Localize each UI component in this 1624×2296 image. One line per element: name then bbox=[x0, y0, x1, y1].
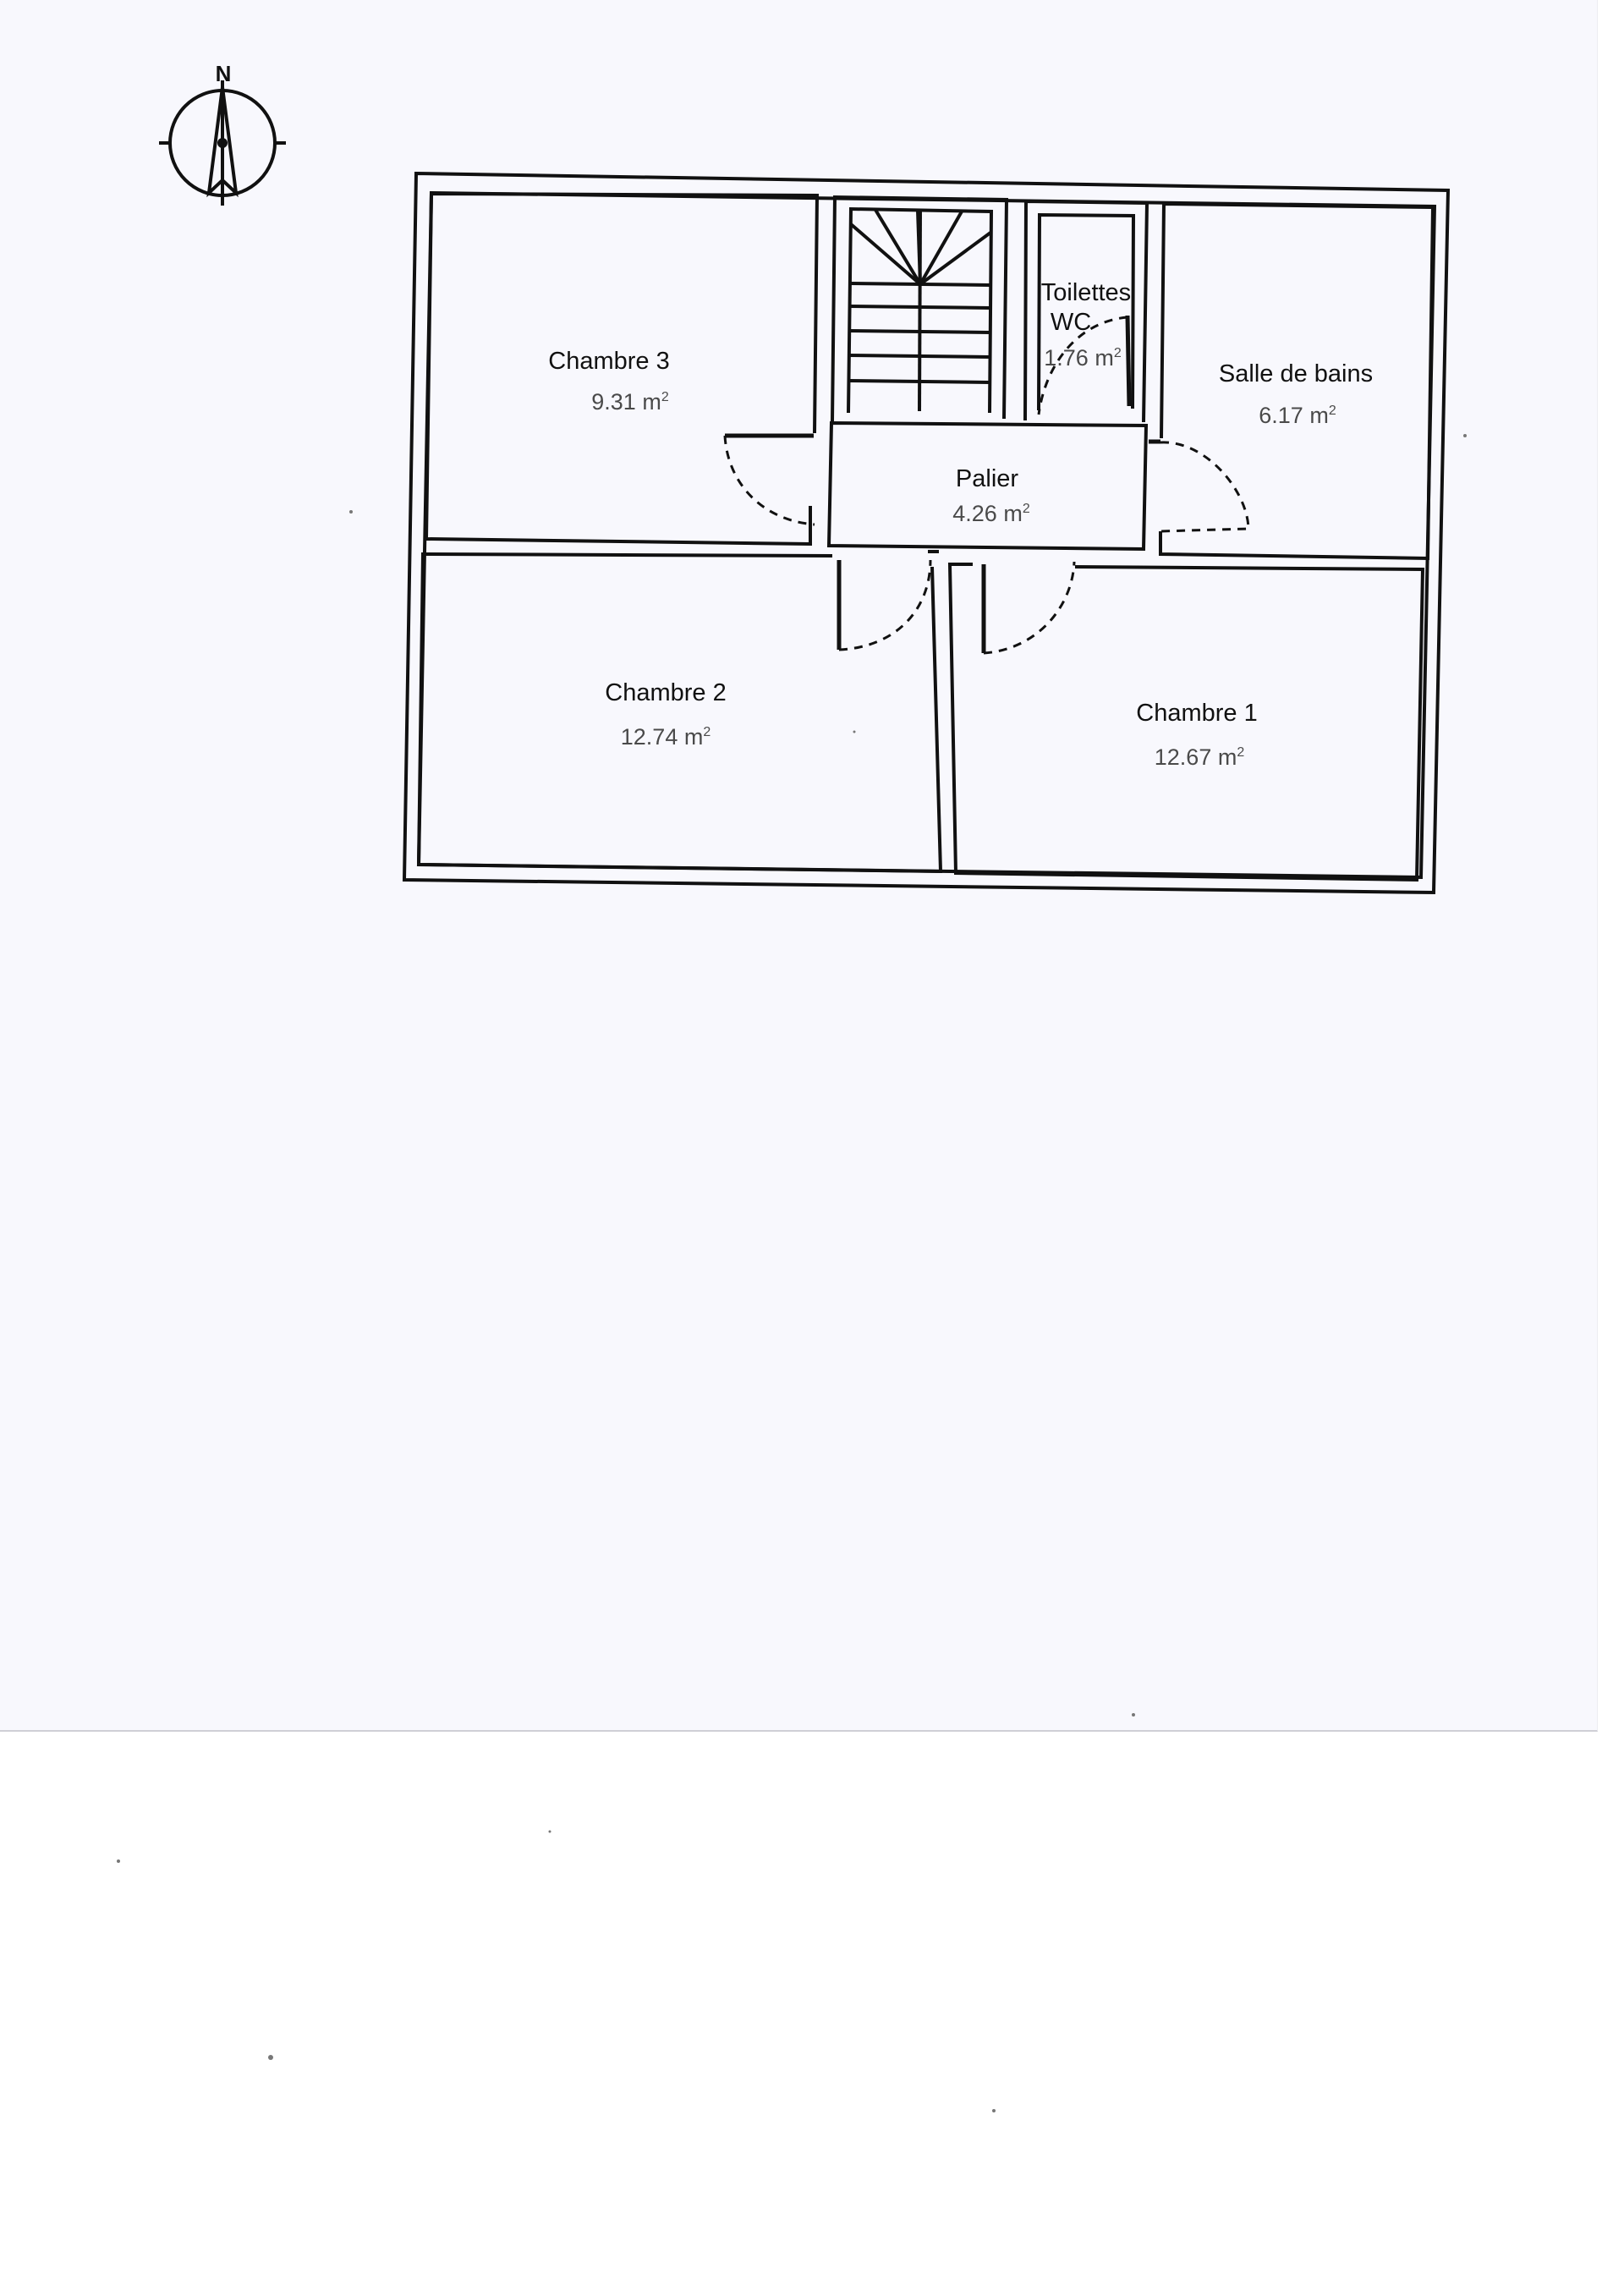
wall-chambre-2 bbox=[416, 552, 943, 874]
room-area-chambre-1: 12.67 m2 bbox=[1155, 744, 1245, 770]
north-label: N bbox=[216, 61, 232, 86]
room-name-toilettes: Toilettes bbox=[1041, 279, 1131, 306]
room-name-chambre-3: Chambre 3 bbox=[548, 348, 669, 375]
room-name-chambre-2: Chambre 2 bbox=[605, 679, 726, 706]
door-chambre-2 bbox=[837, 550, 939, 651]
north-compass-icon bbox=[159, 80, 286, 206]
wall-chambre-3 bbox=[424, 191, 820, 547]
wall-toilettes bbox=[1023, 199, 1149, 423]
room-area-toilettes: 1.76 m2 bbox=[1044, 345, 1122, 371]
room-name-wc: WC bbox=[1051, 309, 1091, 336]
scanned-sheet bbox=[0, 0, 1598, 1732]
scan-specks bbox=[117, 434, 1467, 2112]
room-name-chambre-1: Chambre 1 bbox=[1136, 700, 1257, 727]
wall-palier bbox=[826, 420, 1149, 552]
door-chambre-1 bbox=[981, 561, 1076, 655]
room-area-palier: 4.26 m2 bbox=[952, 501, 1030, 526]
room-name-palier: Palier bbox=[956, 465, 1018, 492]
door-toilettes bbox=[1037, 315, 1132, 415]
room-area-salle-de-bains: 6.17 m2 bbox=[1259, 403, 1336, 428]
staircase bbox=[831, 195, 1009, 422]
room-area-chambre-2: 12.74 m2 bbox=[621, 724, 711, 750]
door-chambre-3 bbox=[723, 433, 815, 526]
wall-chambre-1 bbox=[947, 563, 1425, 882]
door-salle-de-bains bbox=[1149, 439, 1250, 533]
wall-salle-de-bains bbox=[1159, 201, 1435, 561]
room-name-salle-de-bains: Salle de bains bbox=[1219, 360, 1373, 387]
room-area-chambre-3: 9.31 m2 bbox=[591, 389, 669, 415]
